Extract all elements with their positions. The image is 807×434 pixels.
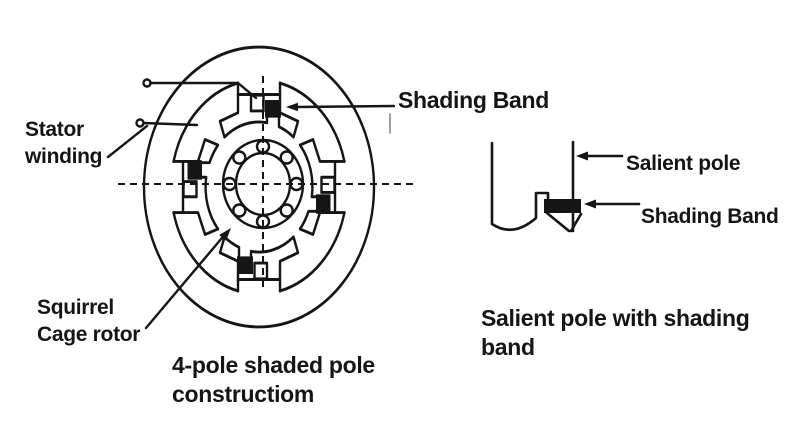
salient-pole-diagram: [490, 140, 641, 233]
stator-pole-bottom: [218, 235, 300, 293]
stator-winding-label: Stator winding: [25, 118, 103, 168]
stator-winding-pointer-line: [106, 124, 149, 159]
shading-band-pointer-arrow-right: [584, 199, 641, 209]
salient-pole-label: Salient pole: [626, 152, 741, 175]
squirrel-cage-rotor-label: Squirrel Cage rotor: [37, 296, 141, 346]
stator-winding-leads: [106, 78, 258, 159]
shading-band-pointer-arrow: [286, 102, 396, 134]
stator-pole-left: [172, 138, 220, 236]
stator-pole-right: [298, 138, 346, 236]
pole-tip-lines: [545, 211, 583, 233]
stator-yoke-inner-arcs: [172, 81, 346, 293]
center-axis-lines: [118, 76, 418, 290]
shading-band-label-right: Shading Band: [641, 205, 779, 228]
left-figure-caption: 4-pole shaded pole constructiom: [172, 352, 375, 407]
salient-pole-pointer-arrow: [576, 151, 624, 161]
stator-pole-top: [218, 81, 300, 139]
stator-outer-frame: [142, 45, 376, 329]
shading-band: [544, 199, 581, 213]
rotor-pointer-arrow: [144, 228, 231, 330]
pole-body-outline: [490, 141, 550, 232]
right-figure-caption: Salient pole with shading band: [481, 305, 750, 360]
four-pole-motor-diagram: [106, 45, 418, 330]
shading-band-label-top: Shading Band: [398, 87, 550, 113]
